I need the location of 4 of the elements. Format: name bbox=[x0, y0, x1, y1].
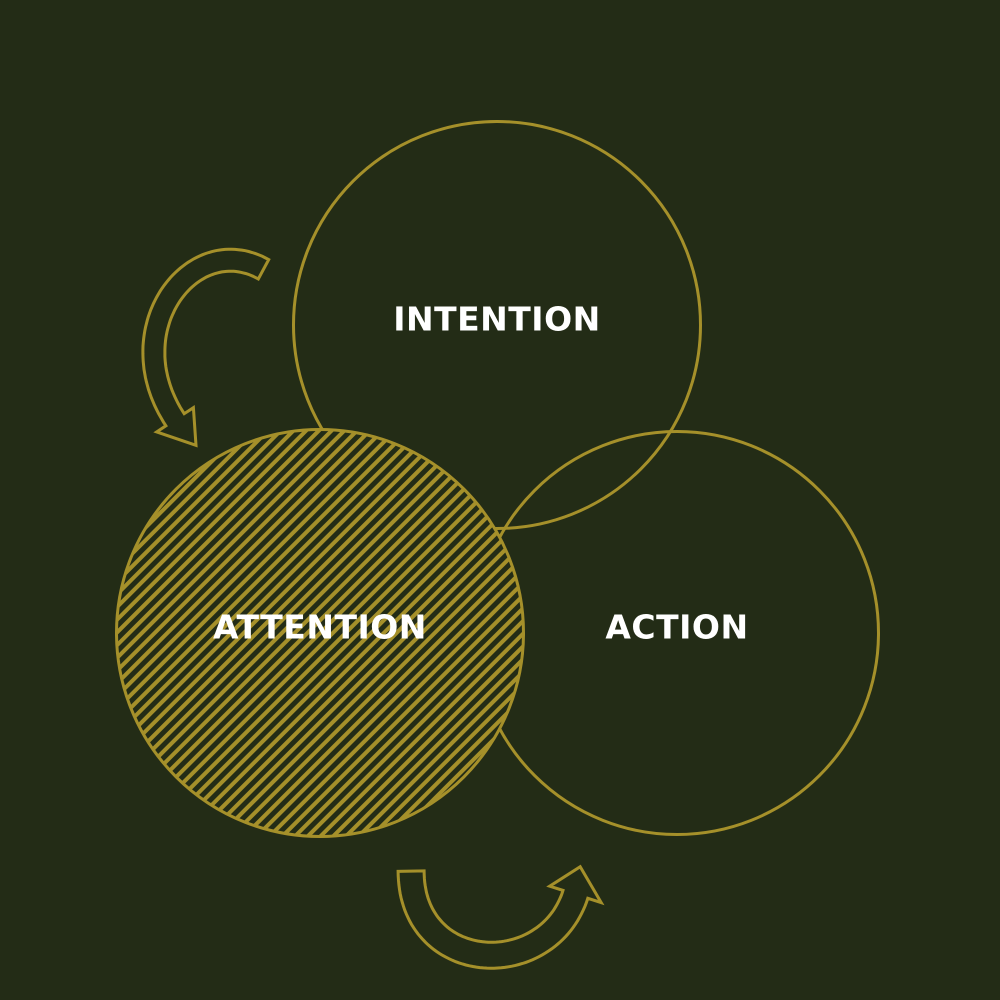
circle-label: INTENTION bbox=[393, 300, 601, 338]
circle-label: ACTION bbox=[605, 608, 749, 646]
curved-arrow bbox=[141, 248, 271, 448]
curved-arrow bbox=[396, 864, 604, 970]
